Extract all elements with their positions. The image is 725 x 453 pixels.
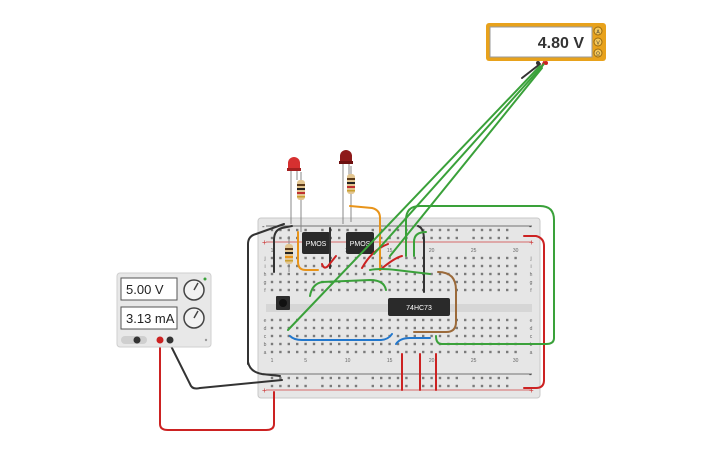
led-red[interactable] [287,157,301,224]
row-letter-right: g [530,280,533,286]
current-knob-icon[interactable] [183,307,205,329]
svg-text:Ω: Ω [596,52,600,58]
svg-text:A: A [596,30,600,36]
column-number: 15 [387,358,393,364]
row-letter-right: c [530,334,533,340]
psu-terminal-negative-icon[interactable] [166,336,174,344]
multimeter[interactable]: 4.80 V A V Ω [486,23,606,65]
rail-minus-label-top: - [262,222,265,231]
wire-green-meter-1[interactable] [373,63,545,255]
probe-v-icon[interactable] [544,61,548,65]
wire-blue-2[interactable] [395,337,431,345]
wire-green-3[interactable] [309,279,387,297]
row-letter-right: d [530,326,533,332]
resistor-1[interactable] [297,172,305,232]
74hc73-label: 74HC73 [406,305,432,312]
row-letter-left: f [264,288,266,294]
wire-red-4[interactable] [321,255,337,269]
mode-v-icon[interactable]: V [593,37,603,47]
wire-red-psu[interactable] [159,339,275,431]
rail-plus-label-top: + [262,238,267,247]
column-number: 30 [513,248,519,254]
psu-switch-knob-icon[interactable] [133,336,141,344]
row-letter-left: c [264,334,267,340]
column-number: 25 [471,248,477,254]
power-supply[interactable]: 5.00 V 3.13 mA [116,272,212,348]
psu-voltage: 5.00 V [126,282,164,297]
row-letter-right: h [530,272,533,278]
led-dark-red[interactable] [339,150,353,224]
wire-brown[interactable] [413,271,457,333]
wire-black-7[interactable] [521,63,541,79]
wire-black-4[interactable] [167,339,283,390]
wire-orange-1[interactable] [297,231,319,271]
wire-green-2[interactable] [413,231,427,257]
push-button[interactable] [276,296,290,310]
psu-terminal-positive-icon[interactable] [156,336,164,344]
rail-minus-label-top-right: - [529,222,532,231]
rail-minus-label-bottom-right: - [529,370,532,379]
row-letter-left: d [264,326,267,332]
wire-blue-1[interactable] [289,333,393,341]
wire-green-meter-2[interactable] [287,65,541,331]
wire-black-3[interactable] [247,361,281,377]
column-number: 20 [429,358,435,364]
column-number: 1 [271,248,274,254]
pmos-left-chip[interactable]: PMOS [302,232,330,254]
wire-red-5[interactable] [361,243,389,269]
psu-screw-icon [204,338,208,342]
column-number: 20 [429,248,435,254]
mode-ohm-icon[interactable]: Ω [593,48,603,58]
row-letter-left: g [264,280,267,286]
row-letter-left: h [264,272,267,278]
wire-black-1[interactable] [273,225,293,273]
wire-green-4[interactable] [369,268,431,275]
row-letter-left: b [264,342,267,348]
resistor-3[interactable] [285,236,293,272]
row-letter-right: f [530,288,532,294]
row-letter-left: a [264,350,267,356]
probe-com-icon[interactable] [536,61,540,65]
column-number: 30 [513,358,519,364]
row-letter-right: a [530,350,533,356]
column-number: 10 [345,358,351,364]
voltage-knob-icon[interactable] [183,279,205,301]
row-letter-left: i [264,264,265,270]
column-number: 5 [304,358,307,364]
wire-black-2[interactable] [247,223,285,365]
rail-plus-label-bottom-right: + [529,386,534,395]
rail-plus-label-bottom: + [262,386,267,395]
svg-text:V: V [596,41,600,47]
psu-status-led-icon [203,277,207,281]
wire-green-loop[interactable] [405,205,555,345]
row-letter-right: i [530,264,531,270]
column-number: 1 [271,358,274,364]
row-letter-right: e [530,318,533,324]
wire-green-meter-3[interactable] [389,67,543,257]
psu-current: 3.13 mA [126,311,175,326]
resistor-2[interactable] [347,166,355,222]
74hc73-chip[interactable]: 74HC73 [388,298,450,316]
column-number: 25 [471,358,477,364]
row-letter-right: j [529,256,531,262]
mode-a-icon[interactable]: A [593,26,603,36]
pmos-left-label: PMOS [306,241,327,248]
column-number: 15 [387,248,393,254]
row-letter-left: j [263,256,265,262]
row-letter-left: e [264,318,267,324]
multimeter-reading: 4.80 V [538,35,585,52]
wire-orange-2[interactable] [349,205,381,271]
rail-plus-label-top-right: + [529,238,534,247]
wire-red-right[interactable] [523,235,545,389]
pmos-right-label: PMOS [350,241,371,248]
